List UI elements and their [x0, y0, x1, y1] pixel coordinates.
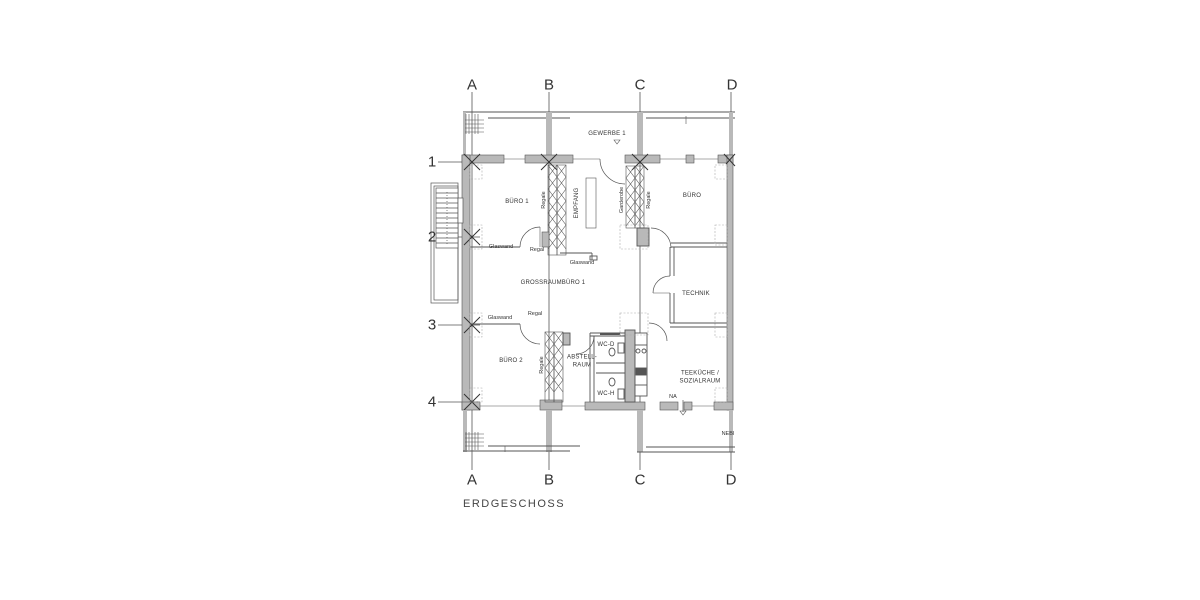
interior-walls — [470, 226, 727, 416]
axis-label-b-bottom: B — [543, 471, 555, 489]
corridor-bottom — [463, 410, 735, 453]
floor-title: ERDGESCHOSS — [463, 498, 566, 510]
room-label-empfang: EMPFANG — [574, 187, 580, 219]
column-markers — [463, 153, 736, 411]
axis-label-d-top: D — [726, 76, 738, 94]
axis-label-b-top: B — [543, 76, 555, 94]
room-label-gewerbe-1: GEWERBE 1 — [588, 131, 626, 137]
shelving-regale — [541, 158, 645, 403]
annotation-regale-b-top: Regale — [541, 191, 547, 209]
annotation-glaswand-buero2: Glaswand — [487, 315, 513, 321]
annotation-garderobe: Garderobe — [619, 186, 625, 214]
room-label-technik: TECHNIK — [682, 291, 710, 297]
room-label-teekueche: TEEKÜCHE / SOZIALRAUM — [679, 370, 721, 385]
annotation-glaswand-empfang: Glaswand — [569, 260, 595, 266]
annotation-nebi: NEBI — [721, 431, 735, 437]
room-label-buero-2: BÜRO 2 — [499, 358, 523, 364]
annotation-regale-b-bottom: Regale — [539, 356, 545, 374]
axis-label-row-4: 4 — [427, 393, 437, 411]
axis-label-row-2: 2 — [427, 228, 437, 246]
annotation-na: NA — [669, 394, 677, 400]
axis-label-d-bottom: D — [725, 471, 737, 489]
axis-label-row-3: 3 — [427, 316, 437, 334]
axis-label-row-1: 1 — [427, 153, 437, 171]
left-exterior-stair — [430, 182, 464, 304]
annotation-regal-b-bottom: Regal — [527, 311, 543, 317]
room-label-wc-h: WC-H — [597, 391, 615, 397]
column-outlines — [469, 164, 728, 403]
room-label-buero: BÜRO — [682, 193, 702, 199]
room-label-grossraumbuero-1: GROSSRAUMBÜRO 1 — [520, 280, 586, 286]
room-label-abstellraum: ABSTELL- RAUM — [567, 354, 597, 369]
annotation-glaswand-buero1: Glaswand — [488, 244, 514, 250]
room-label-wc-d: WC-D — [597, 342, 615, 348]
axis-label-a-bottom: A — [466, 471, 478, 489]
annotation-regal-b-top: Regal — [529, 247, 545, 253]
gewerbe-corridor-top — [463, 111, 735, 160]
room-label-buero-1: BÜRO 1 — [505, 199, 529, 205]
annotation-regale-c-top: Regale — [646, 191, 652, 209]
axis-label-a-top: A — [466, 76, 478, 94]
axis-label-c-bottom: C — [634, 471, 646, 489]
axis-label-c-top: C — [634, 76, 646, 94]
